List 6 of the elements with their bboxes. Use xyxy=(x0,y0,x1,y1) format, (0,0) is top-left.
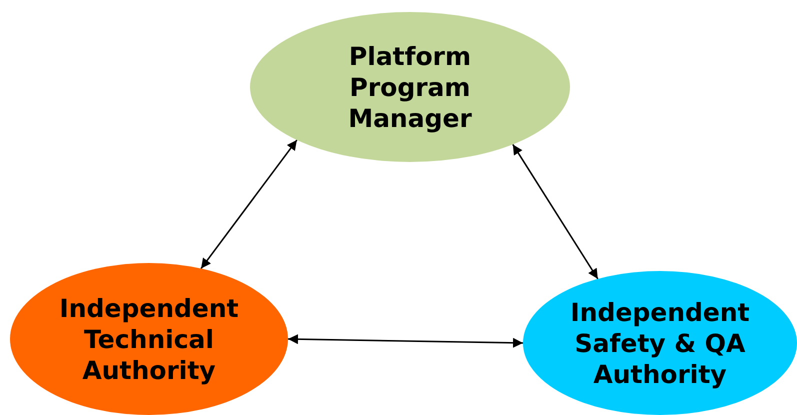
double-arrow xyxy=(200,140,298,269)
double-arrow xyxy=(288,334,524,348)
node-label: Independent Technical Authority xyxy=(58,292,240,386)
node-label: Platform Program Manager xyxy=(347,40,473,134)
node-label: Independent Safety & QA Authority xyxy=(569,296,751,390)
double-arrow xyxy=(512,144,598,280)
